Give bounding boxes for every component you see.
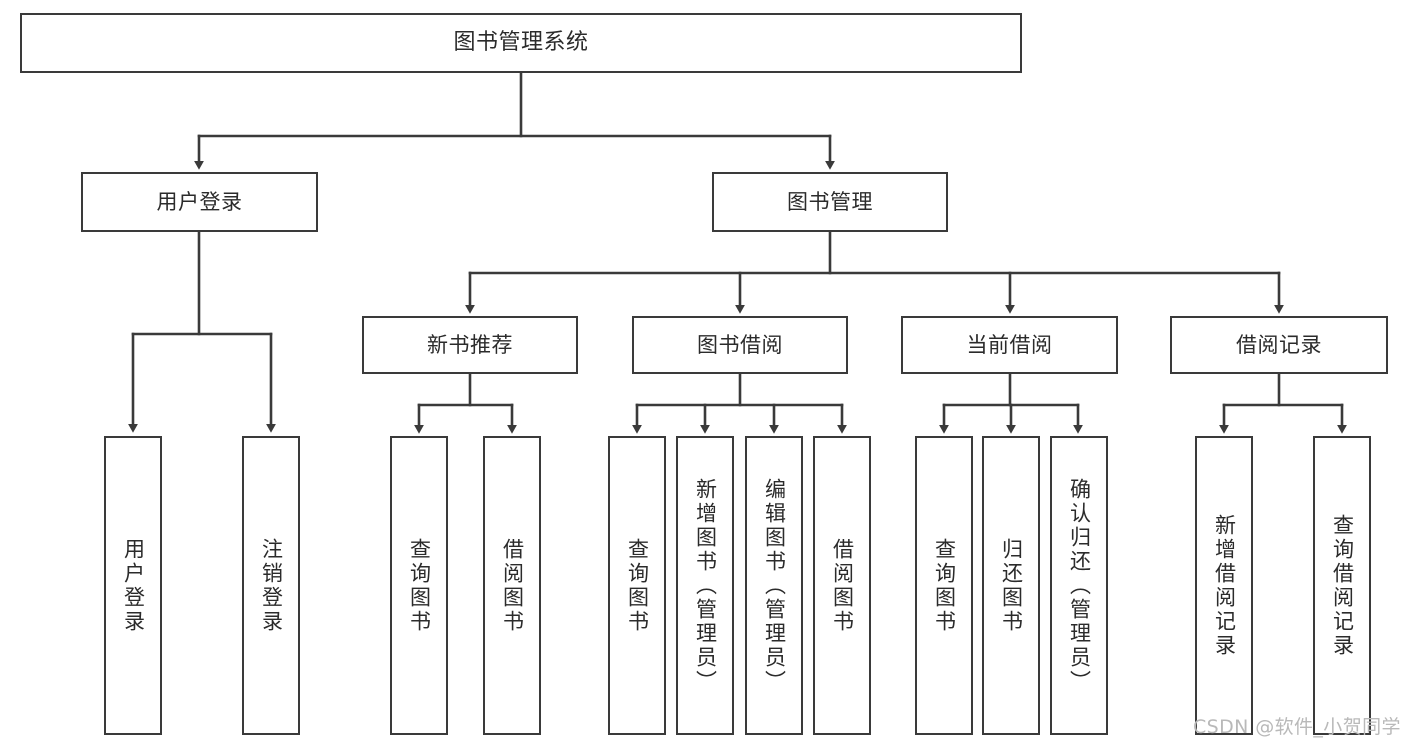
node-leaf-return-book[interactable]: 归还图书 (982, 436, 1040, 735)
node-label: 借阅图书 (830, 537, 855, 634)
watermark-text: CSDN @软件_小贺同学 (1193, 716, 1401, 738)
node-book-management[interactable]: 图书管理 (712, 172, 948, 232)
node-root-book-management-system[interactable]: 图书管理系统 (20, 13, 1022, 73)
node-leaf-query-book-borrow[interactable]: 查询图书 (608, 436, 666, 735)
node-current-borrowing[interactable]: 当前借阅 (901, 316, 1118, 374)
node-book-borrowing[interactable]: 图书借阅 (632, 316, 848, 374)
node-label: 当前借阅 (966, 332, 1053, 357)
node-label: 查询图书 (407, 537, 432, 634)
node-label: 编辑图书（管理员） (762, 477, 787, 694)
node-leaf-borrow-book-new[interactable]: 借阅图书 (483, 436, 541, 735)
node-leaf-query-borrow-record[interactable]: 查询借阅记录 (1313, 436, 1371, 735)
node-label: 图书借阅 (697, 332, 783, 357)
node-label: 新增图书（管理员） (693, 477, 718, 694)
node-label: 查询借阅记录 (1330, 513, 1355, 658)
node-new-book-recommendation[interactable]: 新书推荐 (362, 316, 578, 374)
node-label: 归还图书 (999, 537, 1024, 634)
node-leaf-add-borrow-record[interactable]: 新增借阅记录 (1195, 436, 1253, 735)
node-leaf-edit-book-admin[interactable]: 编辑图书（管理员） (745, 436, 803, 735)
node-label: 注销登录 (259, 537, 284, 634)
node-leaf-query-book-new[interactable]: 查询图书 (390, 436, 448, 735)
node-label: 查询图书 (625, 537, 650, 634)
node-label: 借阅记录 (1236, 332, 1322, 357)
node-label: 查询图书 (932, 537, 957, 634)
node-leaf-logout[interactable]: 注销登录 (242, 436, 300, 735)
node-label: 用户登录 (156, 189, 243, 214)
node-label: 新增借阅记录 (1212, 513, 1237, 658)
node-leaf-borrow-book-borrow[interactable]: 借阅图书 (813, 436, 871, 735)
node-label: 借阅图书 (500, 537, 525, 634)
node-user-login[interactable]: 用户登录 (81, 172, 318, 232)
node-leaf-query-book-current[interactable]: 查询图书 (915, 436, 973, 735)
node-label: 用户登录 (121, 537, 146, 634)
node-label: 图书管理系统 (453, 30, 589, 56)
node-leaf-add-book-admin[interactable]: 新增图书（管理员） (676, 436, 734, 735)
node-label: 确认归还（管理员） (1067, 477, 1092, 694)
node-label: 图书管理 (787, 189, 873, 214)
node-borrowing-record[interactable]: 借阅记录 (1170, 316, 1388, 374)
node-leaf-confirm-return-admin[interactable]: 确认归还（管理员） (1050, 436, 1108, 735)
node-leaf-user-login[interactable]: 用户登录 (104, 436, 162, 735)
node-label: 新书推荐 (427, 332, 513, 357)
